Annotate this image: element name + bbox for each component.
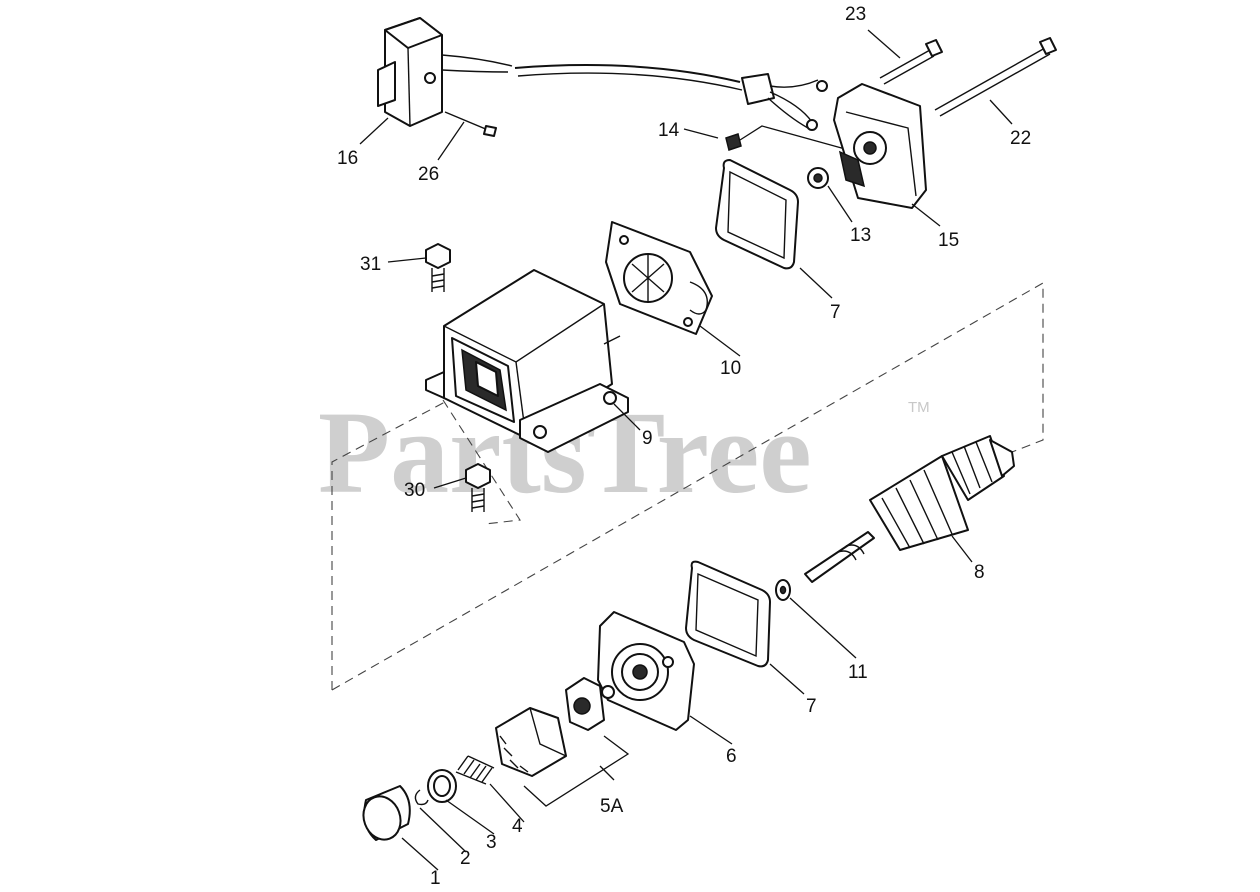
spring-part[interactable] [455,755,495,785]
callout-31: 31 [360,254,381,275]
callout-13: 13 [850,225,871,246]
callout-23: 23 [845,4,866,25]
callout-11: 11 [848,662,868,683]
washer-part-13[interactable] [807,167,829,189]
gasket-upper-part[interactable] [715,159,799,270]
callout-15: 15 [938,230,959,251]
bolt-part-30[interactable] [465,463,491,512]
callout-14: 14 [658,120,680,141]
end-cap-part[interactable] [833,83,927,209]
callout-30: 30 [404,480,425,501]
retaining-ring-part[interactable] [414,789,429,806]
assembly-outline [331,282,1044,691]
screw-part-26[interactable] [444,111,497,137]
brush-plate-part[interactable] [605,221,713,335]
leader-lines [359,29,1013,871]
callout-8: 8 [974,562,985,583]
callout-3: 3 [486,832,497,853]
callout-labels: 16 26 23 22 14 13 15 7 10 31 9 30 8 11 7… [337,4,1031,889]
motor-frame-part[interactable] [425,269,629,453]
callout-10: 10 [720,358,741,379]
callout-7-upper: 7 [830,302,841,323]
bolt-part-31[interactable] [425,243,451,292]
gasket-lower-part[interactable] [685,560,771,668]
dust-cap-part[interactable] [358,785,411,845]
watermark-tm: TM [908,399,930,416]
callout-16: 16 [337,148,358,169]
callout-6: 6 [726,746,737,767]
drive-assembly-part[interactable] [495,677,615,777]
drive-end-cap-part[interactable] [597,611,695,731]
armature-part[interactable] [804,435,1015,583]
callout-9: 9 [642,428,653,449]
screw-part-14[interactable] [725,125,857,153]
bolt-part-22[interactable] [934,37,1057,117]
callout-22: 22 [1010,128,1031,149]
callout-2: 2 [460,848,471,869]
callout-26: 26 [418,164,439,185]
callout-4: 4 [512,816,523,837]
washer-part-11[interactable] [775,579,791,601]
collar-part[interactable] [427,769,457,803]
solenoid-part[interactable] [377,17,828,131]
callout-1: 1 [430,868,441,889]
callout-5a: 5A [600,796,624,817]
callout-7-lower: 7 [806,696,817,717]
bolt-part-23[interactable] [879,39,943,85]
